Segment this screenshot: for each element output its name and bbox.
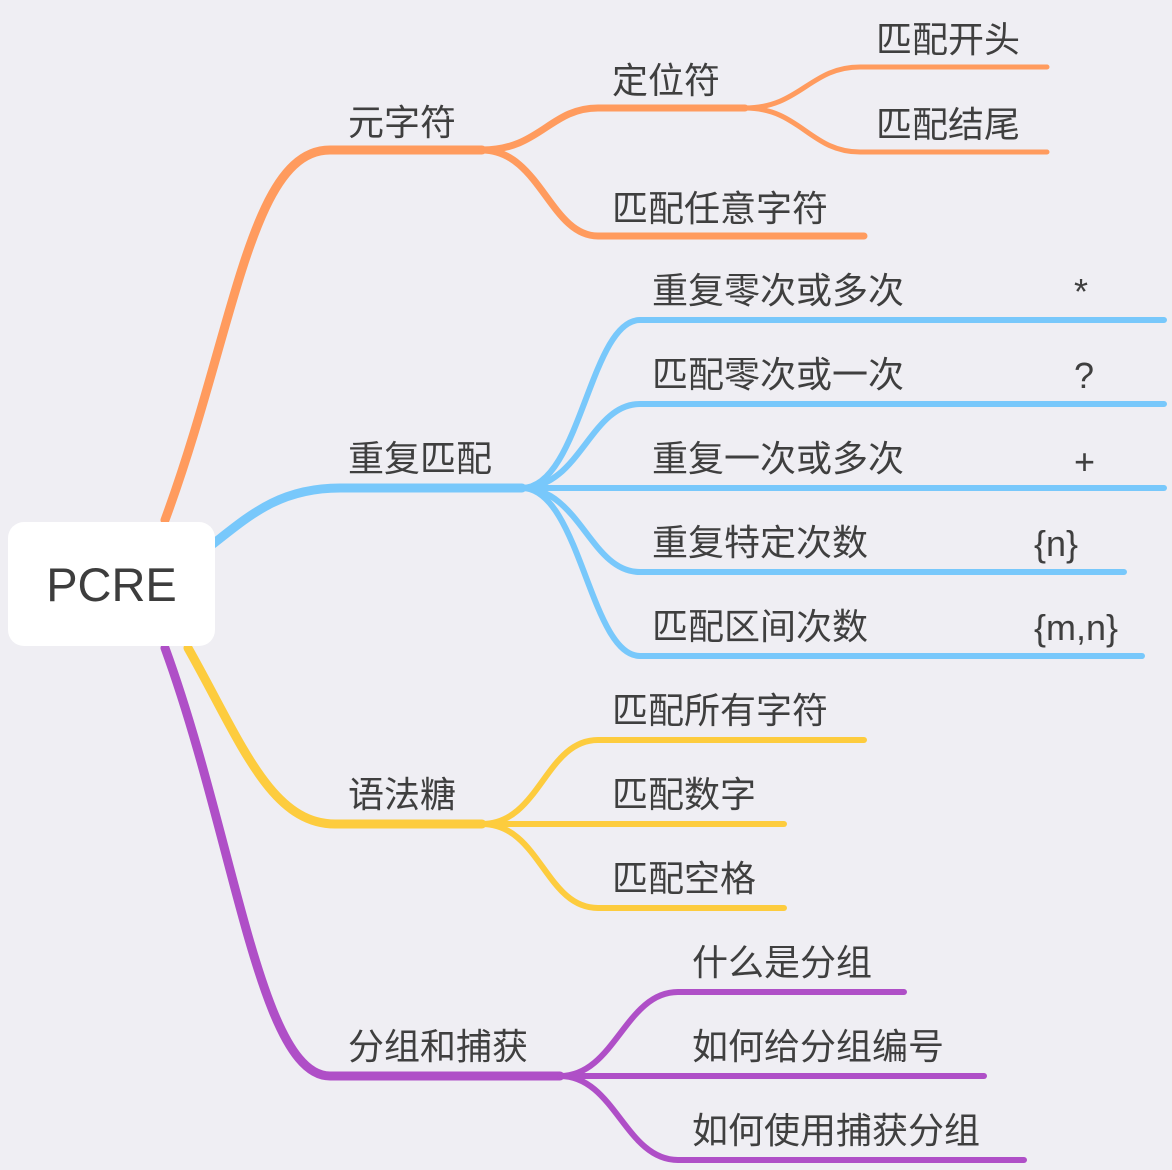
branch-metachar-connectors bbox=[160, 64, 1050, 525]
node-match-space[interactable]: 匹配空格 bbox=[612, 859, 757, 900]
node-repeat-one-or-more[interactable]: 重复一次或多次 bbox=[652, 439, 905, 480]
branch-group-connectors bbox=[160, 643, 1027, 1163]
connector-root-group bbox=[160, 643, 565, 1081]
node-repeat-zero-or-more[interactable]: 重复零次或多次 bbox=[652, 271, 905, 312]
symbol-question: ? bbox=[1074, 355, 1095, 396]
connector-metachar-anchor bbox=[478, 104, 749, 154]
connector-sugar-child-3 bbox=[479, 821, 787, 911]
symbol-plus: + bbox=[1074, 441, 1096, 482]
symbol-n: {n} bbox=[1034, 523, 1079, 564]
node-group-numbering[interactable]: 如何给分组编号 bbox=[692, 1027, 945, 1068]
connector-root-metachar bbox=[160, 145, 487, 525]
node-match-end[interactable]: 匹配结尾 bbox=[876, 105, 1021, 146]
node-syntax-sugar[interactable]: 语法糖 bbox=[348, 775, 457, 816]
branch-sugar-connectors bbox=[183, 643, 867, 911]
symbol-m-n: {m,n} bbox=[1034, 607, 1119, 648]
root-label: PCRE bbox=[46, 557, 177, 611]
connector-anchor-start bbox=[742, 64, 1050, 111]
node-repeat-n-times[interactable]: 重复特定次数 bbox=[652, 523, 869, 564]
connector-group-child-1 bbox=[557, 989, 907, 1079]
connector-group-child-3 bbox=[557, 1073, 1027, 1163]
connector-repeat-child-4 bbox=[519, 485, 1127, 575]
node-group-capture[interactable]: 分组和捕获 bbox=[348, 1027, 529, 1068]
connector-root-sugar bbox=[183, 643, 487, 829]
connector-repeat-child-1 bbox=[519, 317, 1167, 491]
connector-repeat-child-2 bbox=[519, 401, 1167, 491]
node-match-zero-or-one[interactable]: 匹配零次或一次 bbox=[652, 355, 905, 396]
node-match-start[interactable]: 匹配开头 bbox=[876, 20, 1021, 61]
symbol-star: * bbox=[1074, 271, 1089, 312]
node-match-all-chars[interactable]: 匹配所有字符 bbox=[612, 691, 829, 732]
node-use-captured-group[interactable]: 如何使用捕获分组 bbox=[692, 1111, 981, 1152]
connector-root-repeat bbox=[208, 483, 527, 549]
node-metachar[interactable]: 元字符 bbox=[348, 103, 457, 144]
connector-sugar-child-1 bbox=[479, 737, 867, 827]
node-anchor[interactable]: 定位符 bbox=[612, 61, 721, 102]
root-node[interactable]: PCRE bbox=[8, 522, 215, 646]
node-what-is-group[interactable]: 什么是分组 bbox=[692, 943, 873, 984]
connector-repeat-child-5 bbox=[519, 485, 1145, 659]
node-match-digit[interactable]: 匹配数字 bbox=[612, 775, 757, 816]
node-match-any-char[interactable]: 匹配任意字符 bbox=[612, 189, 829, 230]
node-match-range-times[interactable]: 匹配区间次数 bbox=[652, 607, 869, 648]
branch-repeat-connectors bbox=[208, 317, 1167, 659]
connector-anchor-end bbox=[742, 105, 1050, 155]
connector-metachar-anychar bbox=[478, 146, 868, 240]
node-repeat[interactable]: 重复匹配 bbox=[348, 439, 493, 480]
